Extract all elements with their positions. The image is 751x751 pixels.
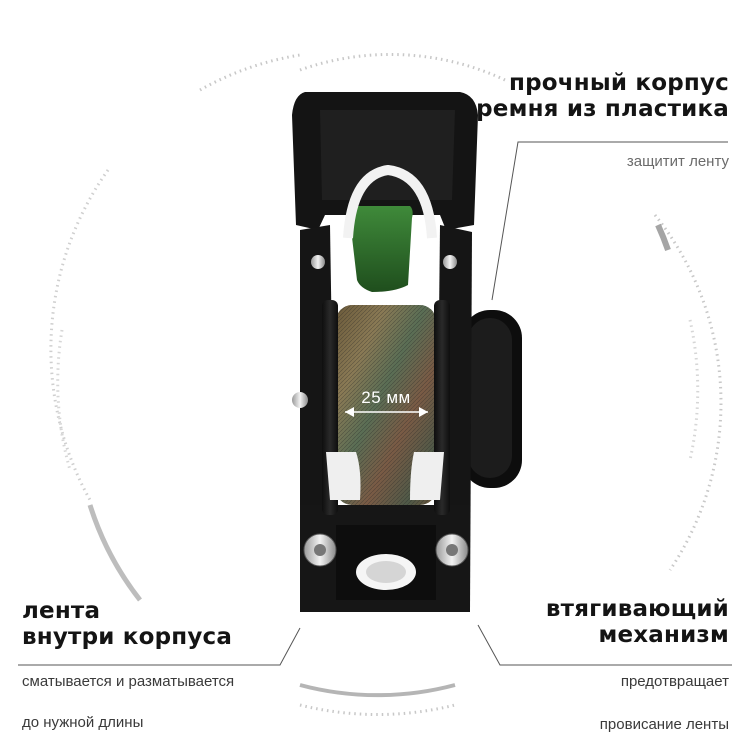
feature-mechanism-title-line1: втягивающий	[545, 596, 729, 622]
feature-body: прочный корпус ремня из пластика защитит…	[429, 70, 729, 171]
feature-tape-subtitle-line2: до нужной длины	[22, 714, 144, 731]
feature-body-title-line1: прочный корпус	[509, 70, 729, 96]
ratchet-body	[292, 92, 478, 612]
feature-mechanism-subtitle-line1: предотвращает	[620, 673, 729, 690]
feature-tape: лента внутри корпуса сматывается и разма…	[22, 598, 302, 732]
release-lever	[350, 206, 413, 292]
decorative-circle	[49, 52, 723, 716]
feature-body-subtitle: защитит ленту	[626, 153, 729, 170]
feature-body-title-line2: ремня из пластика	[476, 96, 729, 122]
width-label: 25 мм	[361, 388, 411, 407]
feature-tape-title-line1: лента	[22, 598, 101, 624]
feature-mechanism-title-line2: механизм	[598, 622, 729, 648]
leader-lines	[18, 141, 732, 666]
retractor-drum	[462, 310, 522, 488]
width-dimension: 25 мм	[345, 388, 428, 417]
feature-tape-title-line2: внутри корпуса	[22, 624, 233, 650]
feature-mechanism-subtitle-line2: провисание ленты	[599, 716, 729, 733]
feature-tape-subtitle-line1: сматывается и разматывается	[22, 673, 235, 690]
feature-mechanism: втягивающий механизм предотвращает прови…	[469, 596, 729, 734]
